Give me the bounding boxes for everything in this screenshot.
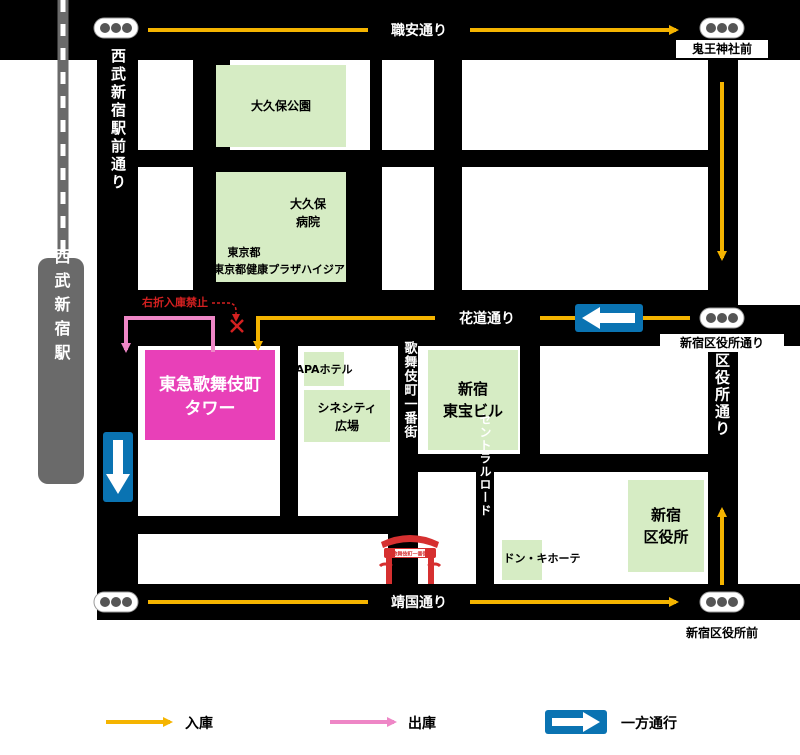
don-quijote-label: ドン・キホーテ: [504, 552, 581, 565]
intersection-ward-office-road: 新宿区役所通り: [680, 335, 764, 350]
ward-office: [628, 480, 704, 572]
no-right-turn-note: 右折入庫禁止: [141, 295, 208, 309]
cinecity-plaza: [304, 390, 390, 442]
ward-office-label-2: 区役所: [643, 528, 688, 546]
apa-hotel: [304, 352, 344, 386]
one-way-arrow-icon: [545, 710, 607, 734]
legend-entry-label: 入庫: [185, 715, 213, 732]
don-quijote: [502, 540, 542, 580]
road-label-middle: 花道通り: [459, 310, 515, 327]
traffic-light-icon: [93, 591, 139, 613]
cinecity-label-1: シネシティ: [317, 401, 376, 415]
traffic-light-icon: [93, 17, 139, 39]
toho-label-1: 新宿: [458, 380, 488, 398]
tokyo-plaza-block: [216, 172, 270, 282]
road-label-top: 職安通り: [391, 22, 447, 39]
one-way-arrow-icon: [103, 432, 133, 502]
road-label-right: 区役所通り: [713, 353, 731, 438]
entry-arrow-middle-left: [253, 316, 435, 351]
toho-building: [428, 350, 518, 450]
ward-office-label-1: 新宿: [651, 506, 681, 524]
exit-route: [121, 316, 215, 353]
one-way-arrow-icon: [575, 304, 643, 332]
tokyu-tower-label-1: 東急歌舞伎町: [159, 374, 261, 395]
intersection-onigami: 鬼王神社前: [692, 41, 752, 56]
tokyu-tower-label-2: タワー: [185, 399, 236, 419]
traffic-light-icon: [699, 307, 745, 329]
road-label-kabukicho: 歌舞伎町一番街: [402, 340, 419, 439]
gate-sign-label: 歌舞伎町一番街: [392, 551, 427, 558]
okubo-park-label: 大久保公園: [251, 98, 311, 113]
torii-gate-icon: [378, 535, 442, 584]
tokyo-plaza-label: 東京都健康プラザハイジア: [213, 262, 345, 276]
x-mark-icon: [230, 319, 244, 333]
tokyu-tower: [145, 350, 275, 440]
no-right-turn-path: [212, 302, 240, 322]
okubo-hospital: [270, 172, 346, 252]
okubo-hospital-label: 大久保: [290, 196, 327, 211]
traffic-light-icon: [699, 591, 745, 613]
apa-hotel-label: APAホテル: [295, 363, 352, 376]
legend: 入庫 出庫 一方通行: [106, 710, 677, 734]
road-label-bottom: 靖国通り: [391, 594, 447, 611]
okubo-hospital-label-2: 病院: [296, 214, 320, 229]
entry-routes: [148, 25, 727, 607]
toho-label-2: 東宝ビル: [443, 402, 503, 420]
tokyo-plaza-lower: [270, 252, 346, 282]
road-label-central: セントラルロード: [478, 413, 492, 517]
traffic-light-icon: [699, 17, 745, 39]
road-label-left: 西武新宿駅前通り: [109, 48, 127, 192]
station-label: 西武新宿駅: [52, 248, 72, 368]
tokyo-plaza-label-1: 東京都: [228, 245, 261, 259]
station-building: [38, 258, 84, 484]
intersection-ward-office-front: 新宿区役所前: [686, 625, 758, 640]
cinecity-label-2: 広場: [335, 418, 359, 433]
legend-exit-label: 出庫: [408, 715, 436, 732]
legend-one-way-label: 一方通行: [621, 715, 677, 732]
okubo-park: [216, 65, 346, 147]
